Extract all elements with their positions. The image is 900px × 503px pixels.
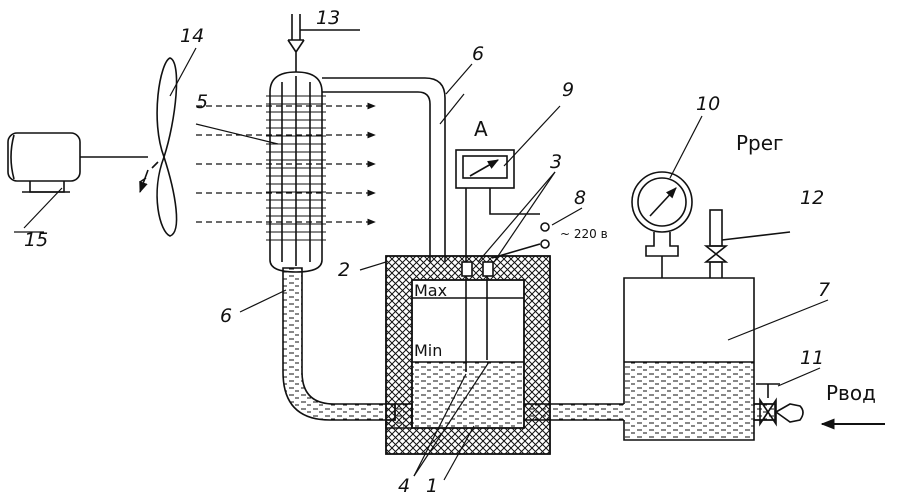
power-terminals: [540, 222, 550, 249]
release-valve: [703, 209, 791, 278]
label-7: 7: [818, 279, 830, 301]
label-8: 8: [574, 187, 586, 209]
label-ammeter: A: [474, 117, 488, 141]
label-5: 5: [196, 91, 208, 113]
electrodes: [461, 261, 494, 372]
label-13: 13: [316, 7, 340, 29]
label-15: 15: [24, 229, 48, 251]
lower-pipe: [282, 267, 396, 421]
label-max-level: Max: [414, 281, 447, 300]
pressure-gauge: [631, 171, 693, 278]
label-10: 10: [696, 93, 720, 115]
leader-lines: [14, 47, 829, 481]
regulator-vessel: [623, 277, 755, 441]
inner-container: [412, 297, 524, 428]
label-3: 3: [550, 151, 562, 173]
label-4: 4: [398, 475, 410, 497]
label-p-vod: Рвод: [826, 381, 876, 405]
label-p-reg: Ррег: [736, 131, 784, 155]
label-9: 9: [562, 79, 574, 101]
label-voltage: ~ 220 в: [560, 227, 608, 241]
label-6-top: 6: [472, 43, 484, 65]
label-14: 14: [180, 25, 204, 47]
label-12: 12: [800, 187, 824, 209]
radiator: [266, 14, 360, 273]
label-2: 2: [338, 259, 350, 281]
label-1: 1: [426, 475, 438, 497]
upper-pipe: [322, 77, 446, 262]
ammeter: [455, 149, 541, 262]
labels: 13 14 5 15 6 6 2 9 A 3 8 ~ 220 в Max Min…: [24, 7, 876, 497]
electric-motor: [7, 132, 148, 193]
label-11: 11: [800, 347, 824, 369]
fan: [139, 57, 178, 237]
label-min-level: Min: [414, 341, 442, 360]
bottom-channel: [385, 403, 413, 429]
inlet-valve: [753, 383, 804, 427]
label-6-bottom: 6: [220, 305, 232, 327]
insulated-housing: [385, 255, 551, 455]
